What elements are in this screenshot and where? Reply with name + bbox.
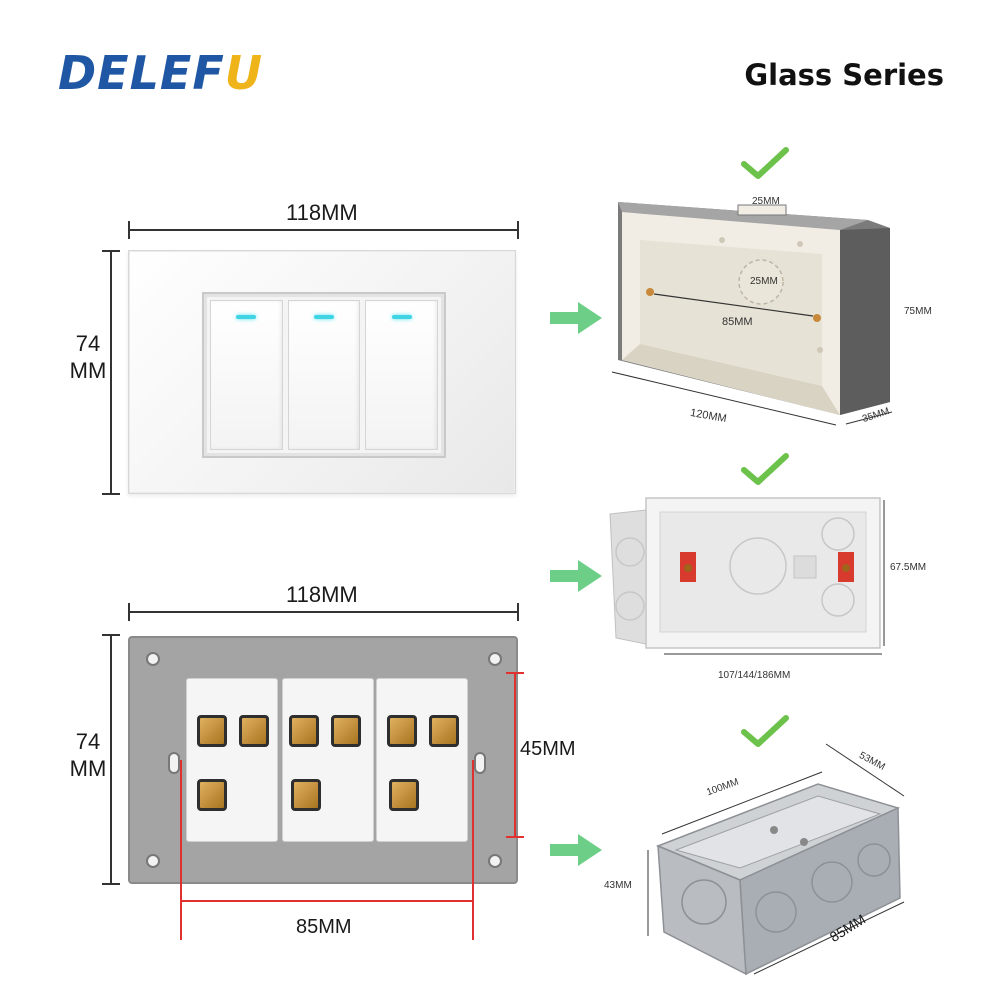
switch-module-2: [282, 678, 374, 842]
back-height-dimension-line: [110, 634, 112, 884]
terminal-icon: [197, 715, 227, 747]
screw-span-tick-right: [472, 760, 474, 940]
terminal-icon: [291, 779, 321, 811]
terminal-icon: [389, 779, 419, 811]
back-height-tick-top: [102, 634, 120, 636]
terminal-icon: [289, 715, 319, 747]
box2-width-label: 107/144/186MM: [718, 670, 791, 681]
indicator-led-icon: [391, 315, 412, 319]
back-width-label: 118MM: [286, 582, 358, 607]
green-arrow-right-icon: [550, 834, 602, 866]
front-height-dimension-line: [110, 250, 112, 494]
screw-span-dimension-line: [180, 900, 474, 902]
green-check-icon: [741, 453, 789, 485]
front-height-tick-top: [102, 250, 120, 252]
green-check-icon: [741, 147, 789, 179]
screw-slot-icon: [474, 752, 486, 774]
front-width-tick-right: [517, 221, 519, 239]
terminal-icon: [331, 715, 361, 747]
terminal-icon: [197, 779, 227, 811]
box2-height-label: 67.5MM: [890, 562, 927, 573]
mounting-hole-icon: [488, 652, 502, 666]
screw-span-label: 85MM: [296, 916, 352, 938]
back-width-tick-left: [128, 603, 130, 621]
box1-screw-label: 85MM: [722, 316, 753, 328]
screw-slot-icon: [168, 752, 180, 774]
brand-logo: DELEFU: [58, 46, 264, 100]
front-width-tick-left: [128, 221, 130, 239]
terminal-icon: [429, 715, 459, 747]
green-check-icon: [741, 715, 789, 747]
wall-box-rectangular-gray: [611, 202, 893, 426]
mounting-hole-icon: [146, 652, 160, 666]
front-width-dimension-line: [128, 229, 518, 231]
module-height-tick-bottom: [506, 836, 524, 838]
rocker-switch-3: [365, 300, 439, 450]
indicator-led-icon: [236, 315, 257, 319]
wall-box-metal: [647, 743, 905, 976]
module-height-label: 45MM: [520, 738, 576, 760]
wall-box-rectangular-white: [609, 497, 885, 655]
box3-height-label: 43MM: [604, 880, 632, 891]
screw-span-tick-left: [180, 760, 182, 940]
box1-top-label: 25MM: [752, 196, 780, 207]
mounting-hole-icon: [488, 854, 502, 868]
indicator-led-icon: [314, 315, 334, 319]
front-width-label: 118MM: [286, 200, 358, 225]
module-height-dimension-line: [514, 672, 516, 838]
box1-center-label: 25MM: [750, 276, 778, 287]
green-arrow-right-icon: [550, 560, 602, 592]
switch-rocker-group: [202, 292, 446, 458]
rocker-switch-1: [210, 300, 283, 450]
terminal-icon: [239, 715, 269, 747]
switch-module-3: [376, 678, 468, 842]
back-width-tick-right: [517, 603, 519, 621]
box1-height-label: 75MM: [904, 306, 932, 317]
back-height-tick-bottom: [102, 883, 120, 885]
green-arrow-right-icon: [550, 302, 602, 334]
terminal-icon: [387, 715, 417, 747]
switch-module-1: [186, 678, 278, 842]
rocker-switch-2: [287, 300, 361, 450]
front-height-tick-bottom: [102, 493, 120, 495]
series-title: Glass Series: [744, 58, 944, 92]
mounting-hole-icon: [146, 854, 160, 868]
back-width-dimension-line: [128, 611, 518, 613]
module-height-tick-top: [506, 672, 524, 674]
